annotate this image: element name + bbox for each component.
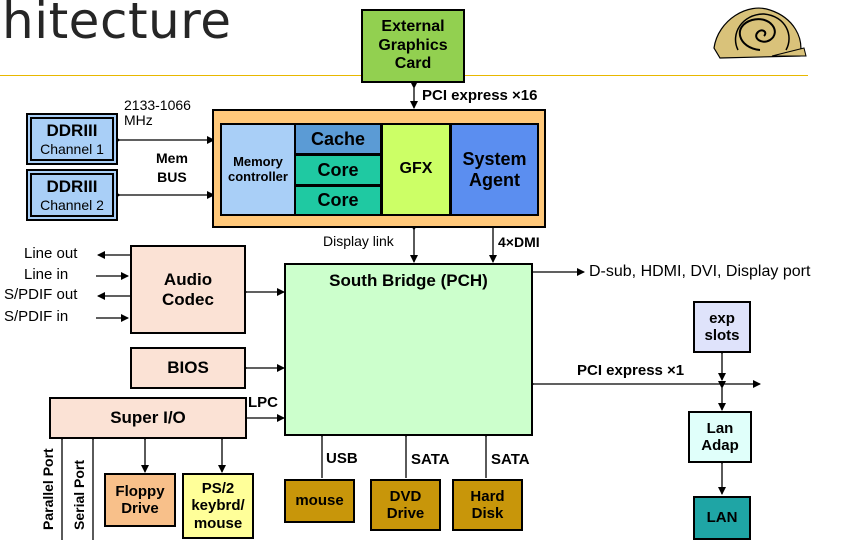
ddr-channel-1: DDRIII Channel 1 (26, 113, 118, 165)
ddr1-subtitle: Channel 1 (40, 140, 104, 157)
mouse-device: mouse (284, 479, 355, 523)
parallel-port-label: Parallel Port (40, 448, 56, 530)
hard-disk: Hard Disk (452, 479, 523, 531)
dmi-label: 4×DMI (498, 234, 540, 250)
audio-port-spdif-out: S/PDIF out (4, 286, 78, 303)
dvd-drive: DVD Drive (370, 479, 441, 531)
audio-port-line-out: Line out (24, 245, 78, 262)
sata1-label: SATA (411, 451, 450, 468)
pcie-x1-label: PCI express ×1 (577, 362, 685, 379)
ddr2-subtitle: Channel 2 (40, 196, 104, 213)
bios: BIOS (130, 347, 246, 389)
south-bridge-pch: South Bridge (PCH) (284, 263, 533, 436)
sata2-label: SATA (491, 451, 530, 468)
external-graphics-card: External Graphics Card (361, 9, 465, 83)
audio-port-spdif-in: S/PDIF in (4, 308, 69, 325)
lpc-label: LPC (248, 394, 278, 411)
super-io: Super I/O (49, 397, 247, 439)
memory-controller: Memory controller (220, 123, 296, 216)
cache-block: Cache (294, 123, 382, 155)
snail-logo-icon (713, 7, 807, 59)
pcie-x16-label: PCI express ×16 (422, 87, 538, 104)
lan: LAN (693, 496, 751, 540)
ddr1-title: DDRIII (46, 121, 98, 141)
ddr-channel-2: DDRIII Channel 2 (26, 169, 118, 221)
serial-port-label: Serial Port (71, 459, 87, 530)
core-1: Core (294, 154, 382, 186)
slide-title: hitecture (2, 0, 232, 50)
display-out-label: D-sub, HDMI, DVI, Display port (589, 263, 811, 280)
system-agent: System Agent (450, 123, 539, 216)
exp-slots: exp slots (693, 301, 751, 353)
core-2: Core (294, 185, 382, 216)
ps2-keyboard-mouse: PS/2 keybrd/ mouse (182, 473, 254, 539)
mem-bus-label: Mem BUS (156, 150, 188, 185)
display-link-label: Display link (323, 233, 394, 249)
ddr2-title: DDRIII (46, 177, 98, 197)
audio-port-line-in: Line in (24, 266, 69, 283)
gfx-block: GFX (381, 123, 451, 216)
floppy-drive: Floppy Drive (104, 473, 176, 527)
audio-codec: Audio Codec (130, 245, 246, 334)
usb-label: USB (326, 450, 358, 467)
lan-adapter: Lan Adap (688, 411, 752, 463)
mem-speed-label: 2133-1066 MHz (124, 97, 191, 128)
